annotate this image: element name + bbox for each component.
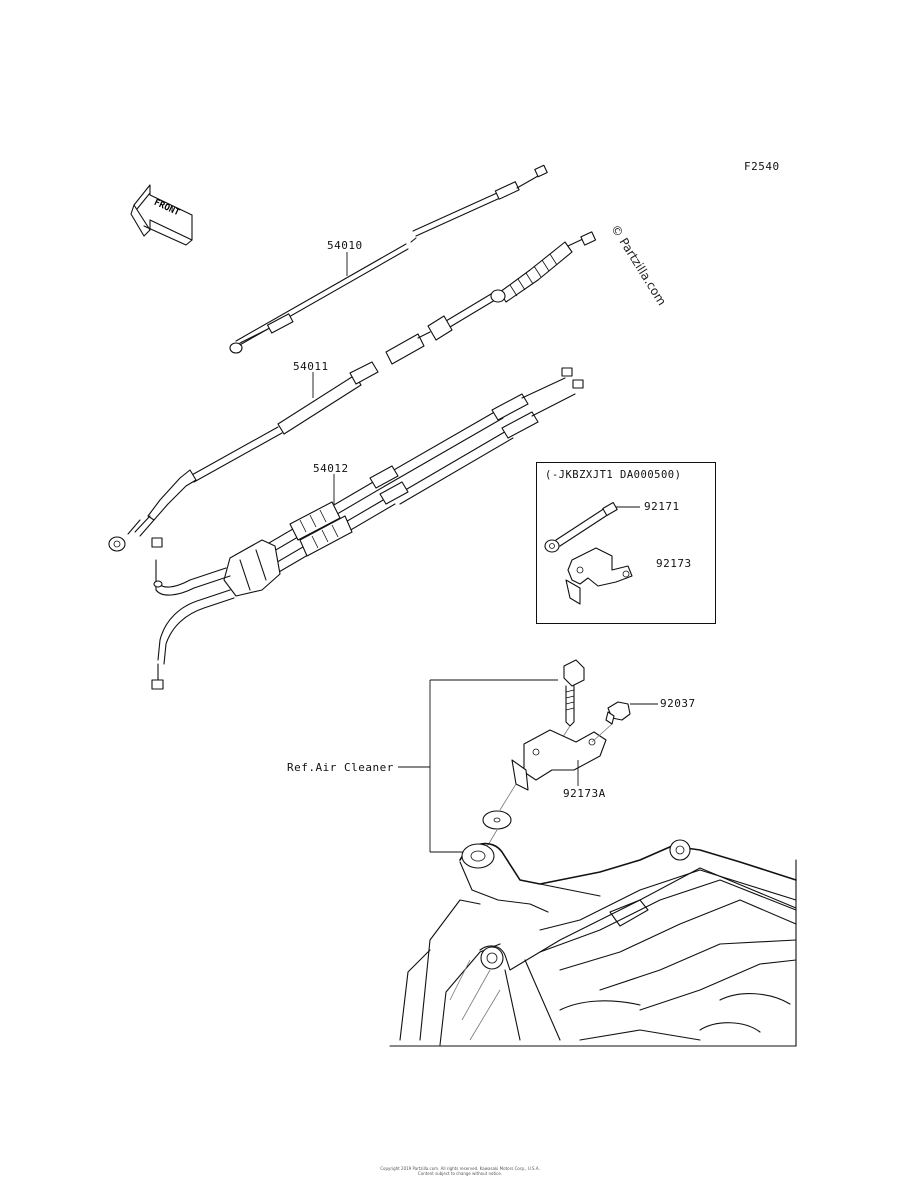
part-label-92171[interactable]: 92171: [644, 500, 680, 513]
footer-line-1: Copyright 2019 Partzilla.com. All rights…: [380, 1166, 540, 1171]
part-label-54011[interactable]: 54011: [293, 360, 329, 373]
cable-middle: [385, 231, 597, 365]
air-cleaner-housing: [389, 839, 797, 1047]
front-arrow-icon: FRONT: [130, 184, 193, 246]
part-label-54010[interactable]: 54010: [327, 239, 363, 252]
inset-box: (-JKBZXJT1 DA000500): [536, 462, 716, 624]
part-label-92173A[interactable]: 92173A: [563, 787, 606, 800]
diagram-code: F2540: [744, 160, 780, 173]
ref-air-cleaner-label: Ref.Air Cleaner: [287, 761, 394, 774]
bracket-assembly: [398, 659, 658, 853]
cable-54010: [229, 164, 548, 354]
cable-54012: [151, 367, 584, 690]
copyright-footer: Copyright 2019 Partzilla.com. All rights…: [300, 1166, 620, 1176]
footer-line-2: Content subject to change without notice…: [417, 1171, 503, 1176]
part-label-92037[interactable]: 92037: [660, 697, 696, 710]
cable-54011: [108, 361, 379, 552]
part-label-54012[interactable]: 54012: [313, 462, 349, 475]
inset-parts: [544, 501, 640, 605]
inset-note: (-JKBZXJT1 DA000500): [545, 469, 682, 481]
part-label-92173[interactable]: 92173: [656, 557, 692, 570]
